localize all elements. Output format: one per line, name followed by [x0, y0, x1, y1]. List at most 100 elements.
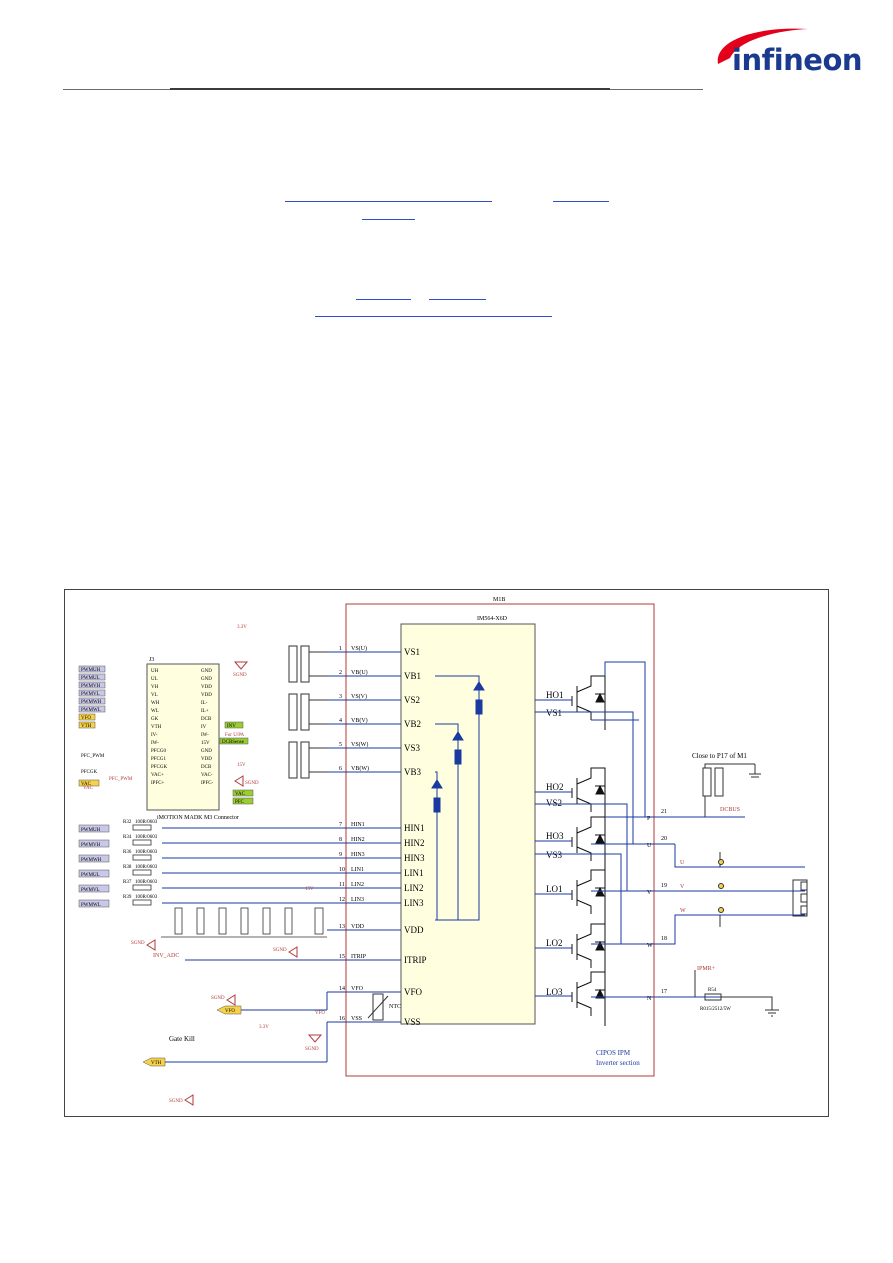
- ntc: [367, 993, 389, 1021]
- j3-flag-5: PWMWH: [81, 700, 102, 705]
- r38-val: 100R/0603: [135, 865, 158, 870]
- left-pin-labels: 1 VS(U) 2 VB(U) 3 VS(V) 4 VB(V) 5 VS(W) …: [339, 645, 369, 1022]
- left-pins: [162, 651, 401, 1023]
- inner-vb2: VB2: [404, 719, 421, 729]
- rpin-20-num: 20: [661, 836, 667, 842]
- net-u: U: [680, 860, 685, 866]
- r32-ref: R32: [123, 820, 132, 825]
- pin-15-num: 15: [339, 954, 345, 960]
- net-dcbus: DCBUS: [720, 807, 740, 813]
- j3-flag-3: PWMVH: [81, 684, 101, 689]
- ipm-inner-box: [400, 623, 536, 1025]
- r32-val: 100R/0603: [135, 820, 158, 825]
- j3-p15: IPFC+: [151, 781, 165, 786]
- j3-p5: WH: [151, 701, 160, 706]
- inner-itrip: ITRIP: [404, 955, 427, 965]
- inner-vb1: VB1: [404, 671, 421, 681]
- inner-lin3: LIN3: [404, 898, 424, 908]
- dcbus-caps: [702, 763, 761, 817]
- in-net-1: PWMUH: [81, 828, 101, 833]
- igbt-lo2: [571, 923, 606, 978]
- vfo-flag-text: VFO: [225, 1009, 235, 1014]
- link-underline-2[interactable]: [553, 201, 609, 202]
- pin-7-name: HIN1: [351, 822, 365, 828]
- lower-wiring: [165, 992, 328, 1063]
- inner-lin2: LIN2: [404, 883, 424, 893]
- ipm-part-label: IM564-X6D: [477, 616, 508, 622]
- j3-r5: IL-: [201, 701, 208, 706]
- j3-flag-4: PWMVL: [81, 692, 100, 697]
- r37-val: 100R/0603: [135, 880, 158, 885]
- inner-ho3: HO3: [546, 831, 564, 841]
- ipm-label-2: Inverter section: [596, 1059, 640, 1067]
- sgnd-2: SGND: [211, 996, 225, 1001]
- inner-right-labels: HO1 VS1 HO2 VS2 HO3 VS3 LO1 LO2 LO3: [546, 690, 564, 997]
- j3-r6: IL+: [201, 709, 209, 714]
- igbt-lo3: [571, 971, 606, 1026]
- m1b-label: M1B: [493, 597, 505, 603]
- flag-dcbsense: DCBSense: [222, 740, 245, 745]
- j3-p7: GK: [151, 717, 159, 722]
- j3-p4: VL: [151, 693, 158, 698]
- in-net-2: PWMVH: [81, 843, 101, 848]
- rpin-21-name: P: [647, 816, 651, 822]
- logo-swoosh: [717, 28, 808, 64]
- net-ipmr: IPMR+: [697, 966, 716, 972]
- input-net-flags: PWMUH PWMVH PWMWH PWMUL PWMVL PWMWL: [78, 824, 110, 908]
- inner-hin1: HIN1: [404, 823, 425, 833]
- ipm-outer-box: [345, 603, 655, 1077]
- r34-val: 100R/0603: [135, 835, 158, 840]
- j3-ref: J3: [149, 657, 154, 663]
- r34-ref: R34: [123, 835, 132, 840]
- j3-r8: IV: [201, 725, 207, 730]
- pin-4-num: 4: [339, 718, 342, 724]
- igbt-ho3: [571, 816, 606, 871]
- j3-pins: UH GND UL GND VH VDD VL VDD WH IL- WL IL…: [151, 669, 214, 786]
- inner-ho2: HO2: [546, 782, 564, 792]
- inner-hin2: HIN2: [404, 838, 425, 848]
- igbt-ho2: [571, 767, 606, 822]
- j3-flag-14: VAC: [81, 782, 92, 787]
- r54-ref: R54: [708, 988, 717, 993]
- schematic: M1B IM564-X6D CIPOS IPM Inverter section…: [78, 597, 808, 1106]
- pin-13-num: 13: [339, 924, 345, 930]
- link-underline-3[interactable]: [362, 219, 415, 220]
- link-underline-1[interactable]: [285, 201, 492, 202]
- j3-r4: VDD: [201, 693, 212, 698]
- j3-flag-7: VFO: [81, 716, 91, 721]
- rpin-21-num: 21: [661, 809, 667, 815]
- ground-labels: SGND SGND SGND SGND SGND SGND SGND: [131, 673, 319, 1104]
- pin-11-num: 11: [339, 882, 345, 888]
- pin-6-num: 6: [339, 766, 342, 772]
- j3-p6: WL: [151, 709, 159, 714]
- flag-pfc-pwm: PFC_PWM: [109, 777, 133, 782]
- link-underline-5[interactable]: [429, 299, 486, 300]
- j3-caption: iMOTION MADK M3 Connector: [157, 815, 239, 821]
- shunt-resistor: [694, 970, 779, 1017]
- j3-p3: VH: [151, 685, 159, 690]
- ipm-label-1: CIPOS IPM: [596, 1049, 631, 1057]
- j3-flag-8: VTH: [81, 724, 92, 729]
- output-connector: [719, 852, 808, 927]
- pin-15-name: ITRIP: [351, 954, 367, 960]
- j3-r3: VDD: [201, 685, 212, 690]
- rpin-20-name: U: [647, 843, 652, 849]
- sgnd-4: SGND: [305, 1047, 319, 1052]
- r36-val: 100R/0603: [135, 850, 158, 855]
- pin-10-num: 10: [339, 867, 345, 873]
- inner-lin1: LIN1: [404, 868, 424, 878]
- in-net-4: PWMUL: [81, 873, 100, 878]
- pin-7-num: 7: [339, 822, 342, 828]
- j3-flag-6: PWMWL: [81, 708, 101, 713]
- link-underline-6[interactable]: [315, 316, 552, 317]
- j3-p10: IW-: [151, 741, 159, 746]
- vac-net: VAC: [83, 786, 94, 791]
- j3-p9: IV-: [151, 733, 158, 738]
- header-rule-accent: [170, 88, 610, 90]
- link-underline-4[interactable]: [356, 299, 411, 300]
- pin-8-num: 8: [339, 837, 342, 843]
- vfo-flag: VFO: [216, 1005, 242, 1015]
- inner-lo2: LO2: [546, 938, 563, 948]
- flag-inv: INV: [227, 724, 236, 729]
- r38-ref: R38: [123, 865, 132, 870]
